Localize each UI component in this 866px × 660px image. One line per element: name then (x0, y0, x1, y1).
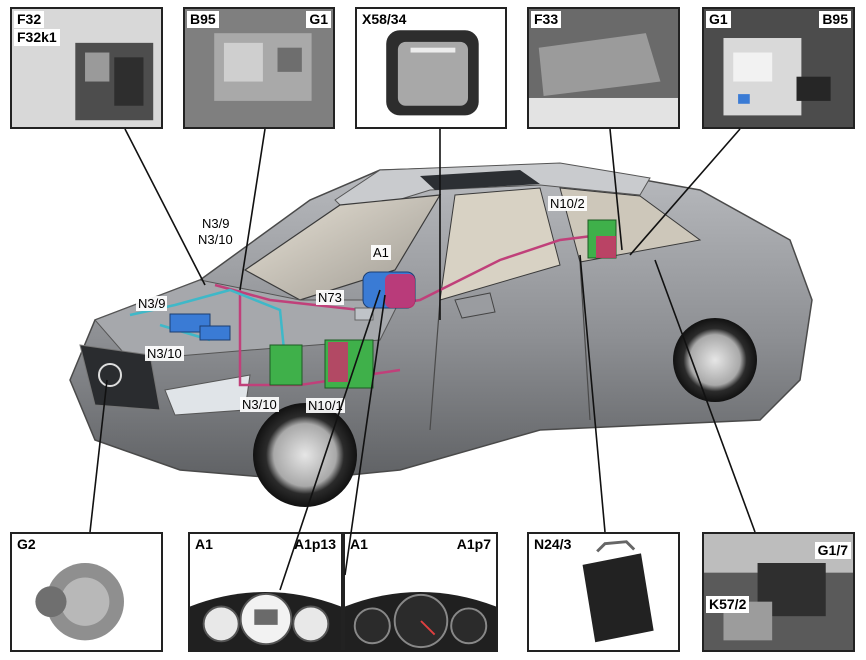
side-window-front (439, 187, 561, 301)
panel-label-f33: F33 (531, 11, 562, 28)
module-n3-10 (199, 325, 231, 341)
panel-f32: F32 F32k1 (10, 7, 163, 129)
star-badge (98, 363, 122, 387)
panel-label-g2: G2 (14, 536, 39, 553)
callout-n10-2: N10/2 (548, 196, 587, 211)
front-wheel (253, 403, 357, 507)
callout-n3-9-left: N3/9 (136, 296, 168, 311)
panel-label-b95-right: B95 (819, 11, 851, 28)
panel-b95-g1-top: B95 G1 (183, 7, 335, 129)
panel-x58-34: X58/34 (355, 7, 507, 129)
module-n10-1-pink (328, 342, 348, 382)
panel-g2: G2 (10, 532, 163, 652)
module-n3-10-green (269, 344, 303, 386)
panel-label-n24-3: N24/3 (531, 536, 575, 553)
callout-n3-10-left: N3/10 (145, 346, 184, 361)
panel-label-a1p7: A1p7 (453, 536, 494, 553)
panel-label-a1p13: A1p13 (290, 536, 339, 553)
panel-label-x58-34: X58/34 (359, 11, 410, 28)
panel-label-g1-7: G1/7 (814, 542, 851, 559)
panel-label-g1-top: G1 (306, 11, 331, 28)
callout-n3-9-top: N3/9 (200, 216, 232, 231)
callout-n3-10-top: N3/10 (196, 232, 235, 247)
callout-n73: N73 (316, 290, 344, 305)
panel-a1-a1p7: A1 A1p7 (343, 532, 498, 652)
panel-n24-3: N24/3 (527, 532, 680, 652)
panel-label-f32k1: F32k1 (14, 29, 60, 46)
rear-wheel (673, 318, 757, 402)
callout-n10-1: N10/1 (306, 398, 345, 413)
panel-label-f32: F32 (14, 11, 45, 28)
panel-g1-7-k57-2: G1/7 K57/2 (702, 532, 855, 652)
callout-n3-10-bottom: N3/10 (240, 397, 279, 412)
callout-a1: A1 (371, 245, 391, 260)
module-n10-2-pink (596, 236, 616, 258)
module-n73 (354, 307, 374, 321)
panel-f33: F33 (527, 7, 680, 129)
side-mirror (454, 292, 496, 319)
sunroof (420, 170, 540, 190)
panel-label-g1-right: G1 (706, 11, 731, 28)
panel-label-a1-left: A1 (192, 536, 216, 553)
panel-label-k57-2: K57/2 (706, 596, 750, 613)
panel-label-b95-top: B95 (187, 11, 219, 28)
panel-label-a1-right: A1 (347, 536, 371, 553)
panel-g1-b95-right: G1 B95 (702, 7, 855, 129)
module-a1-pink (385, 274, 415, 308)
panel-a1-a1p13: A1 A1p13 (188, 532, 343, 652)
